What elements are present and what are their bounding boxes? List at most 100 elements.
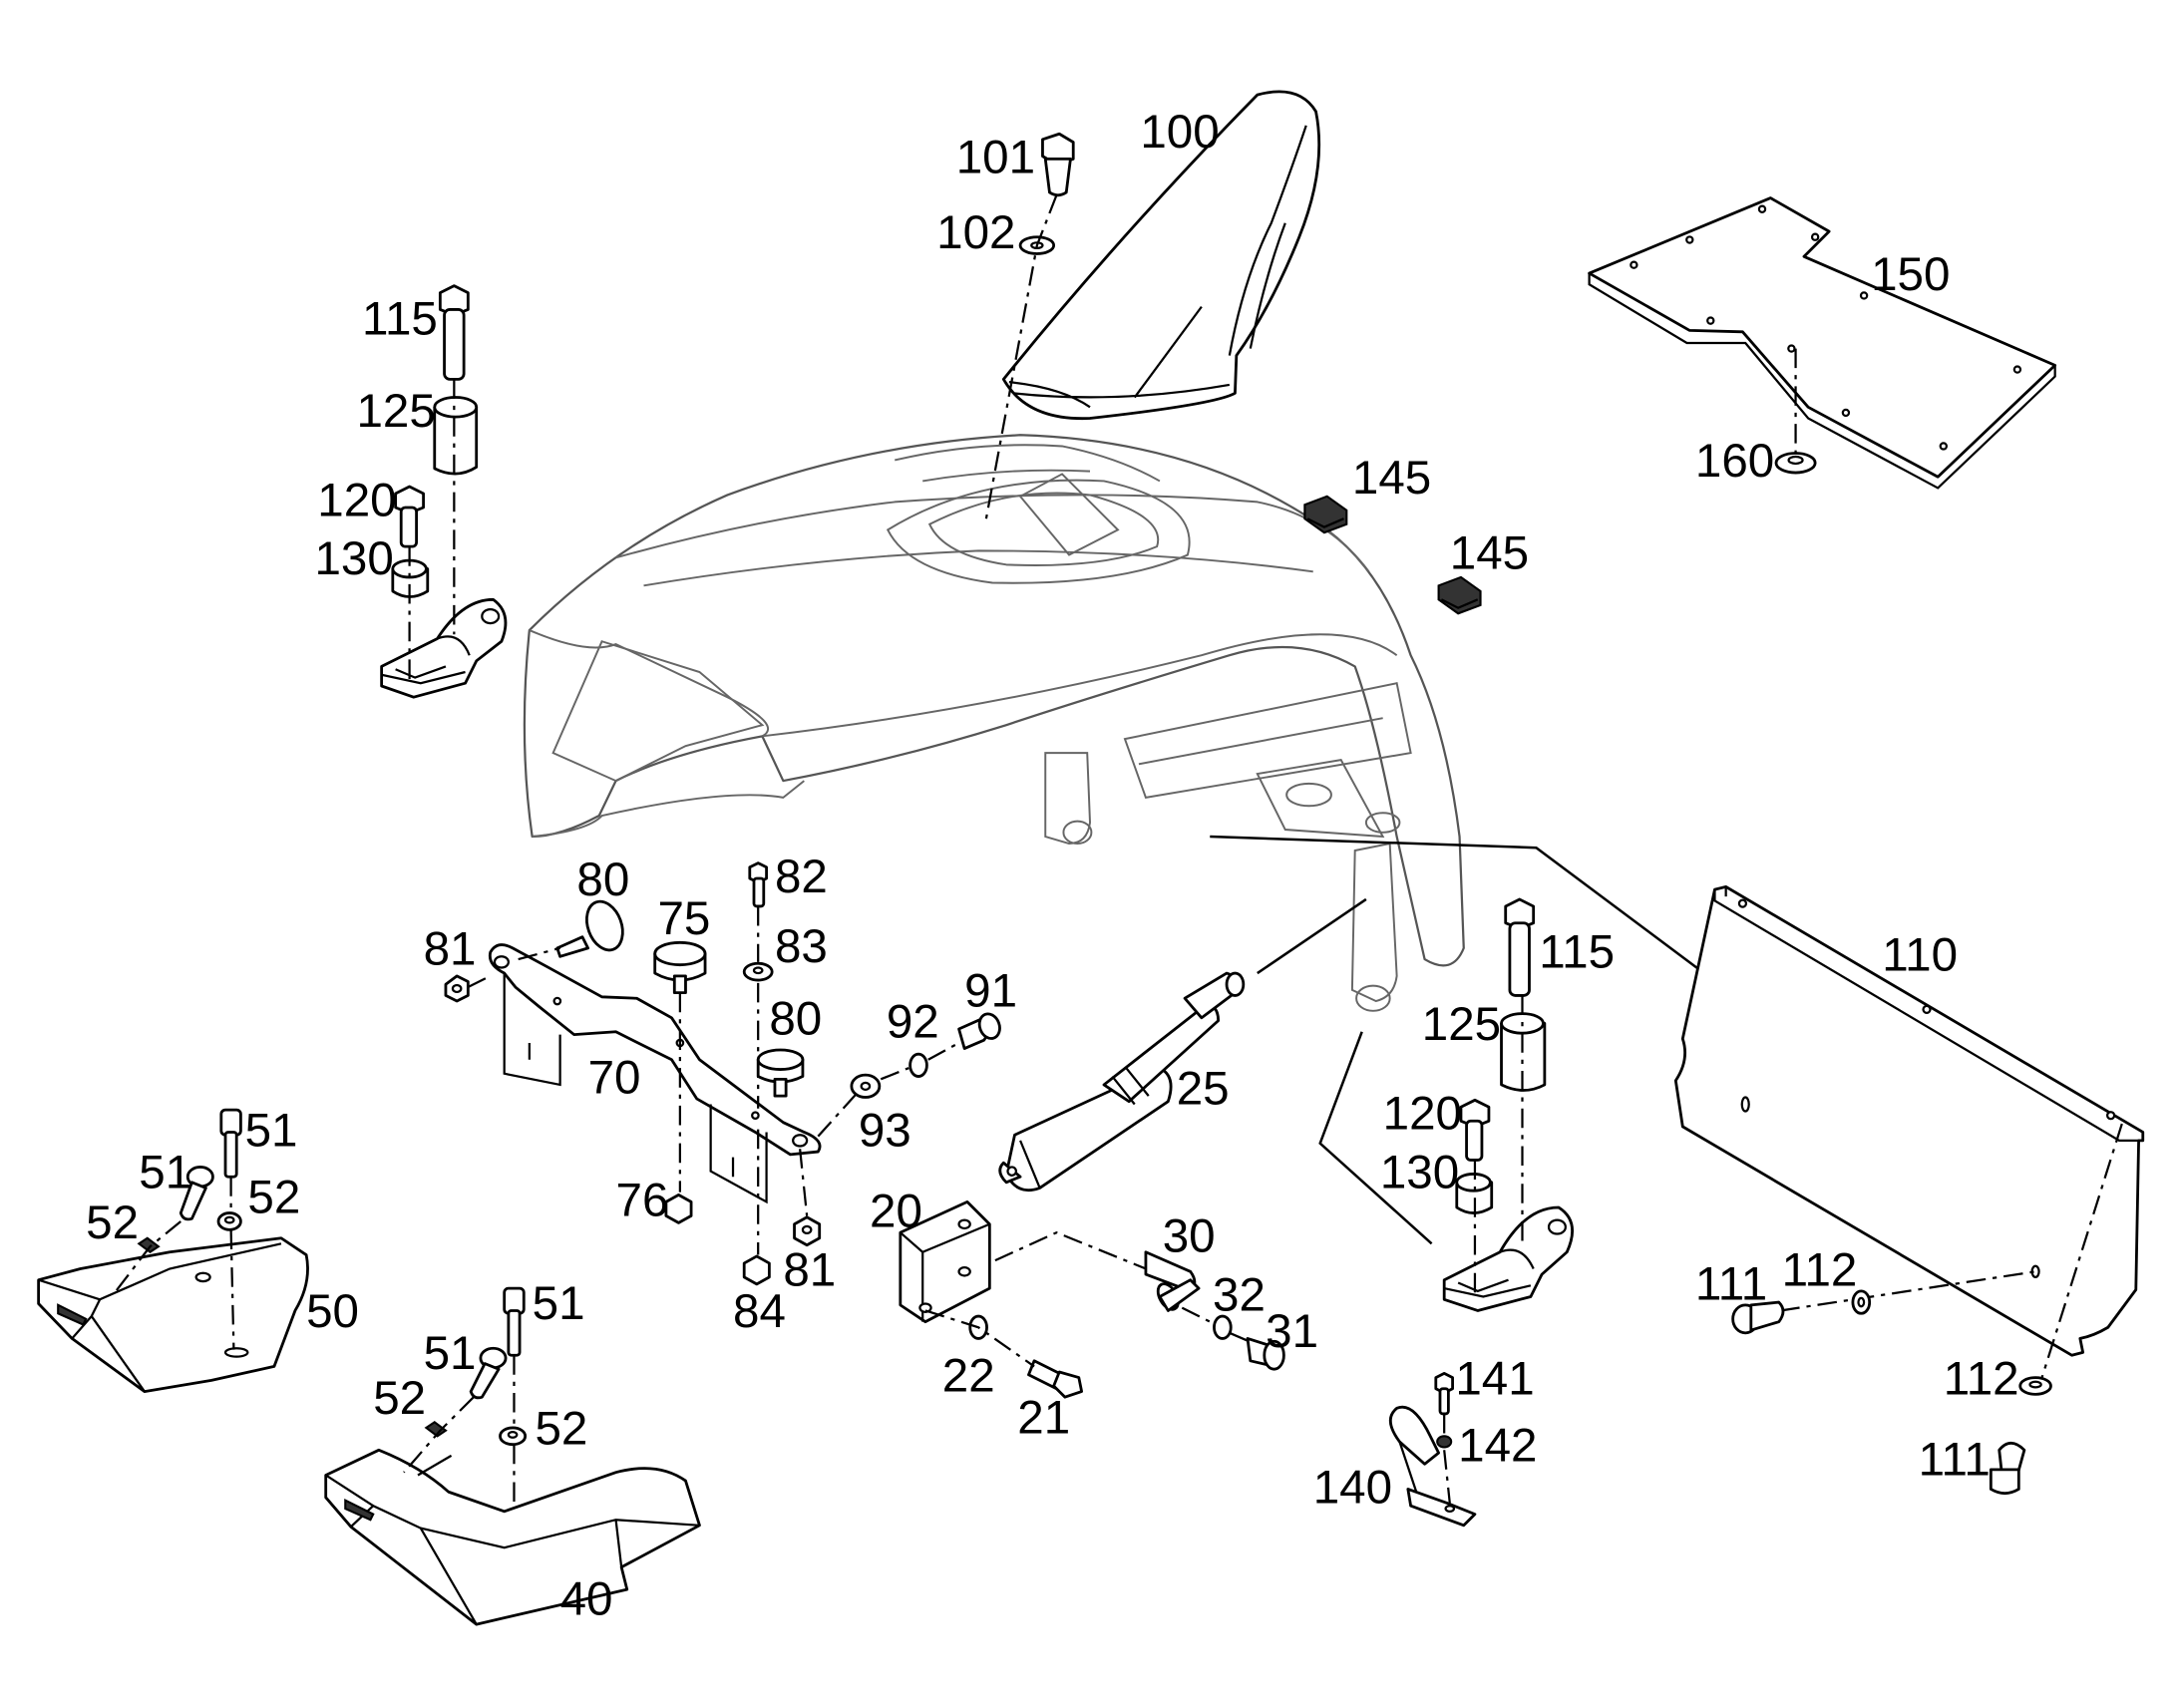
linear-actuator-25 [998,971,1246,1193]
bolt-120-left [394,485,425,548]
callout-150: 150 [1871,248,1950,301]
callout-82: 82 [775,851,828,903]
rubber-pad-145-lower [1437,575,1482,615]
mounting-bracket-70 [488,943,822,1204]
callout-52-c: 52 [373,1372,426,1425]
axis-110-side [1780,1270,2036,1312]
callout-130-left: 130 [315,532,394,585]
axis-110-lower [2039,1123,2123,1381]
axis-51d-40 [403,1396,475,1474]
callout-32: 32 [1213,1268,1266,1321]
washer-32 [1213,1314,1233,1340]
bolt-82 [748,861,768,908]
callout-92: 92 [887,995,939,1048]
callout-51-d: 51 [424,1327,477,1380]
callout-25: 25 [1177,1063,1230,1116]
callout-93: 93 [859,1104,911,1157]
callout-120-right: 120 [1383,1088,1462,1141]
axis-51a-50 [229,1177,235,1350]
callout-31: 31 [1266,1305,1318,1358]
screw-31 [1246,1337,1285,1371]
lower-cover-50 [37,1236,309,1393]
axis-20-21 [924,1309,1035,1368]
axis-30-31 [1181,1306,1250,1343]
axis-140-141 [1443,1413,1451,1504]
screw-91 [957,1012,1001,1050]
callout-83: 83 [775,920,828,973]
screw-51-b [179,1166,214,1221]
callout-125-left: 125 [356,385,435,438]
callout-145-lower: 145 [1450,527,1529,580]
spacer-125-right [1500,1012,1547,1092]
callout-51-a: 51 [245,1104,298,1157]
callout-142: 142 [1458,1419,1537,1472]
callout-141: 141 [1455,1352,1534,1405]
callout-100: 100 [1140,106,1219,159]
callout-102: 102 [936,206,1015,259]
callout-91: 91 [964,965,1017,1018]
side-panel-110 [1673,884,2145,1357]
nut-81-lower [793,1215,822,1247]
bolt-115-left [438,284,470,381]
hinge-bracket-right [1442,1205,1575,1312]
callout-80-lower: 80 [769,993,822,1046]
axis-81-upper [467,974,492,989]
lower-cover-40 [324,1448,701,1626]
callout-81-upper: 81 [424,923,477,976]
screw-51-c [503,1286,526,1357]
bolt-141 [1434,1371,1454,1416]
rubber-buffer-75 [653,940,707,995]
callout-50: 50 [306,1285,359,1338]
air-scoop-cover [1001,90,1321,421]
screw-111-lower [1989,1441,2026,1496]
floor-plate-150 [1588,196,2057,490]
hood-body [523,434,1465,1012]
leader-hood-25 [1257,897,1367,975]
rubber-buffer-80-upper [555,899,624,958]
nut-81-upper [444,974,470,1003]
callout-52-d: 52 [535,1403,587,1456]
callout-101: 101 [956,131,1035,183]
spacer-125-left [433,396,479,476]
bushing-130-left [391,558,430,598]
washer-142 [1436,1435,1453,1449]
screw-51-d [469,1346,508,1400]
leader-hood-130 [1318,1031,1433,1245]
callout-112-upper: 112 [1782,1243,1858,1296]
callout-51-c: 51 [533,1277,585,1330]
callout-112-lower: 112 [1944,1352,2019,1405]
callout-40: 40 [560,1572,613,1625]
callout-80-upper: 80 [576,854,629,906]
callout-160: 160 [1695,435,1774,488]
bolt-115-right [1504,897,1536,997]
axis-51b-50 [113,1220,182,1295]
screw-111-upper [1731,1300,1785,1335]
callout-52-a: 52 [247,1172,300,1224]
callout-130-right: 130 [1380,1146,1459,1198]
axis-81-lower [799,1149,809,1216]
callout-111-lower: 111 [1919,1433,1991,1486]
callout-labels: 100 101 102 150 160 115 125 120 130 145 … [86,106,2018,1625]
callout-110: 110 [1882,928,1958,981]
axis-101-102 [984,194,1058,523]
callout-70: 70 [588,1051,641,1104]
axis-93 [817,1093,857,1138]
cable-clamp-140 [1388,1405,1477,1528]
nut-76 [664,1194,693,1224]
callout-145-upper: 145 [1352,452,1431,505]
callout-140: 140 [1313,1461,1392,1514]
callout-125-right: 125 [1422,998,1501,1051]
callout-51-b: 51 [139,1146,191,1198]
callout-22: 22 [942,1350,995,1403]
axis-20-30 [994,1230,1161,1276]
callout-20: 20 [870,1186,922,1238]
washer-112-upper [1851,1289,1872,1315]
callout-84: 84 [733,1285,786,1338]
motor-bracket-20 [899,1199,991,1324]
axis-80-upper [518,946,560,961]
washer-52-b [137,1236,161,1254]
callout-81-lower: 81 [783,1243,836,1296]
bushing-130-right [1455,1173,1494,1214]
callout-120-left: 120 [317,474,396,526]
